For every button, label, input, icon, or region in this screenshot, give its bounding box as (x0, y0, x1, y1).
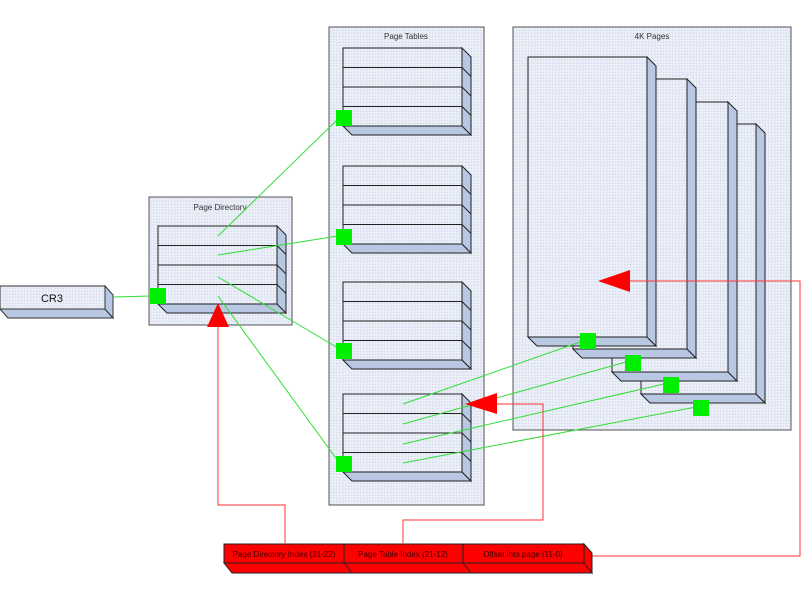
pd-index-arrow (207, 303, 229, 327)
page-table (341, 46, 473, 137)
offset-arrow (598, 270, 630, 292)
entry-edge (461, 340, 472, 350)
page-directory-panel: Page Directory (148, 196, 293, 326)
page-side-face (727, 100, 738, 383)
table-entry (342, 106, 463, 127)
field-pd-index: Page Directory Index (31-22) (233, 550, 336, 559)
table-bottom-face (341, 125, 473, 136)
pointer-line (402, 361, 627, 425)
entry-edge (461, 67, 472, 77)
table-entry (342, 67, 463, 88)
entry-edge (276, 264, 287, 275)
entry-edge (276, 245, 287, 255)
entry-edge (461, 224, 472, 234)
pointer-square (580, 333, 596, 349)
pages-title: 4K Pages (635, 32, 670, 41)
entry-edge (461, 413, 472, 423)
linear-address: Page Directory Index (31-22) Page Table … (222, 542, 594, 575)
table-entry (342, 86, 463, 107)
table-entry (342, 432, 463, 453)
field-pt-index: Page Table Index (21-12) (358, 550, 448, 559)
page-table (341, 164, 473, 255)
page-directory-title: Page Directory (194, 203, 247, 212)
page-directory-table (156, 224, 288, 315)
cr3-label: CR3 (41, 293, 63, 305)
pt-index-line (402, 403, 544, 543)
pages-group (526, 55, 767, 405)
page-frame (526, 55, 658, 348)
table-entry (342, 224, 463, 245)
entry-edge (461, 204, 472, 215)
page-table (341, 392, 473, 483)
pointer-line (217, 295, 339, 462)
page-directory-entries (156, 224, 288, 315)
page-side-face (646, 55, 657, 348)
entry-edge (461, 185, 472, 195)
cr3-register: CR3 (0, 284, 115, 320)
table-entry (342, 393, 463, 414)
table-bottom-face (341, 243, 473, 254)
entry-edge (461, 452, 472, 462)
page-tables-panel: Page Tables (328, 26, 485, 506)
table-entry (157, 225, 278, 246)
page-tables-group (341, 46, 473, 483)
table-entry (342, 165, 463, 186)
page-tables-title: Page Tables (384, 32, 428, 41)
pointer-square (663, 377, 679, 393)
pointer-line (217, 276, 339, 349)
pages-panel: 4K Pages (512, 26, 792, 431)
page-side-face (755, 122, 766, 405)
pointer-line (402, 406, 697, 464)
pointer-square (336, 110, 352, 126)
entry-edge (461, 432, 472, 443)
pointer-square (336, 456, 352, 472)
pointer-line (217, 235, 339, 256)
table-entry (342, 320, 463, 341)
table-entry (342, 47, 463, 68)
page-face (527, 56, 648, 338)
pointer-square (625, 355, 641, 371)
pointer-square (693, 400, 709, 416)
table-entry (342, 413, 463, 434)
pointer-squares (150, 110, 709, 472)
table-entry (342, 185, 463, 206)
pointer-line (112, 295, 152, 298)
table-entry (157, 264, 278, 285)
page-table (341, 280, 473, 371)
table-bottom-face (341, 471, 473, 482)
table-entry (342, 301, 463, 322)
table-entry (342, 281, 463, 302)
pd-index-line (217, 325, 286, 543)
pointer-line (402, 383, 665, 445)
pointer-line (217, 118, 339, 237)
pointer-square (336, 229, 352, 245)
table-entry (342, 340, 463, 361)
address-lines (207, 270, 801, 557)
table-bottom-face (341, 359, 473, 370)
pt-index-arrow (465, 393, 497, 414)
pointer-square (150, 288, 166, 304)
table-entry (342, 204, 463, 225)
page-side-face (686, 77, 697, 360)
pointer-lines (112, 118, 697, 464)
entry-edge (461, 320, 472, 331)
field-offset: Offset into page (11-0) (483, 550, 563, 559)
pointer-line (402, 340, 584, 405)
entry-edge (276, 284, 287, 294)
pointer-square (336, 343, 352, 359)
entry-edge (461, 301, 472, 311)
entry-edge (461, 106, 472, 116)
entry-edge (461, 86, 472, 97)
offset-line (592, 280, 801, 557)
